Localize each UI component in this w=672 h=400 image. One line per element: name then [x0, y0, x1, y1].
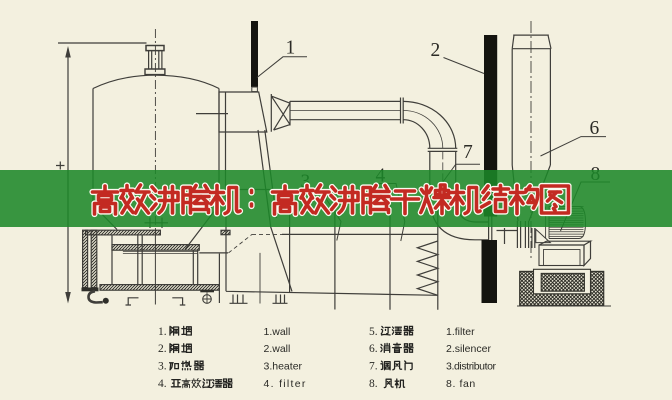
- svg-text:1.filter: 1.filter: [446, 326, 475, 338]
- svg-text:4.: 4.: [158, 378, 167, 390]
- svg-text:3.distributor: 3.distributor: [446, 361, 497, 373]
- svg-text:2.wall: 2.wall: [264, 343, 291, 355]
- svg-text:2.: 2.: [158, 343, 167, 355]
- svg-text:8. fan: 8. fan: [446, 378, 476, 390]
- svg-text:1.: 1.: [158, 326, 167, 338]
- svg-text:7: 7: [463, 142, 473, 163]
- svg-text:2.silencer: 2.silencer: [446, 343, 491, 355]
- svg-text:3.heater: 3.heater: [264, 361, 303, 373]
- svg-text:6.: 6.: [369, 343, 378, 355]
- svg-text:3.: 3.: [158, 361, 167, 373]
- svg-text:2: 2: [431, 40, 441, 61]
- svg-text:4. filter: 4. filter: [264, 378, 307, 390]
- svg-text:6: 6: [590, 118, 600, 139]
- svg-text:8.: 8.: [369, 378, 378, 390]
- svg-text:1: 1: [286, 38, 296, 59]
- svg-text:1.wall: 1.wall: [264, 326, 291, 338]
- svg-text:7.: 7.: [369, 361, 378, 373]
- svg-text:5.: 5.: [369, 326, 378, 338]
